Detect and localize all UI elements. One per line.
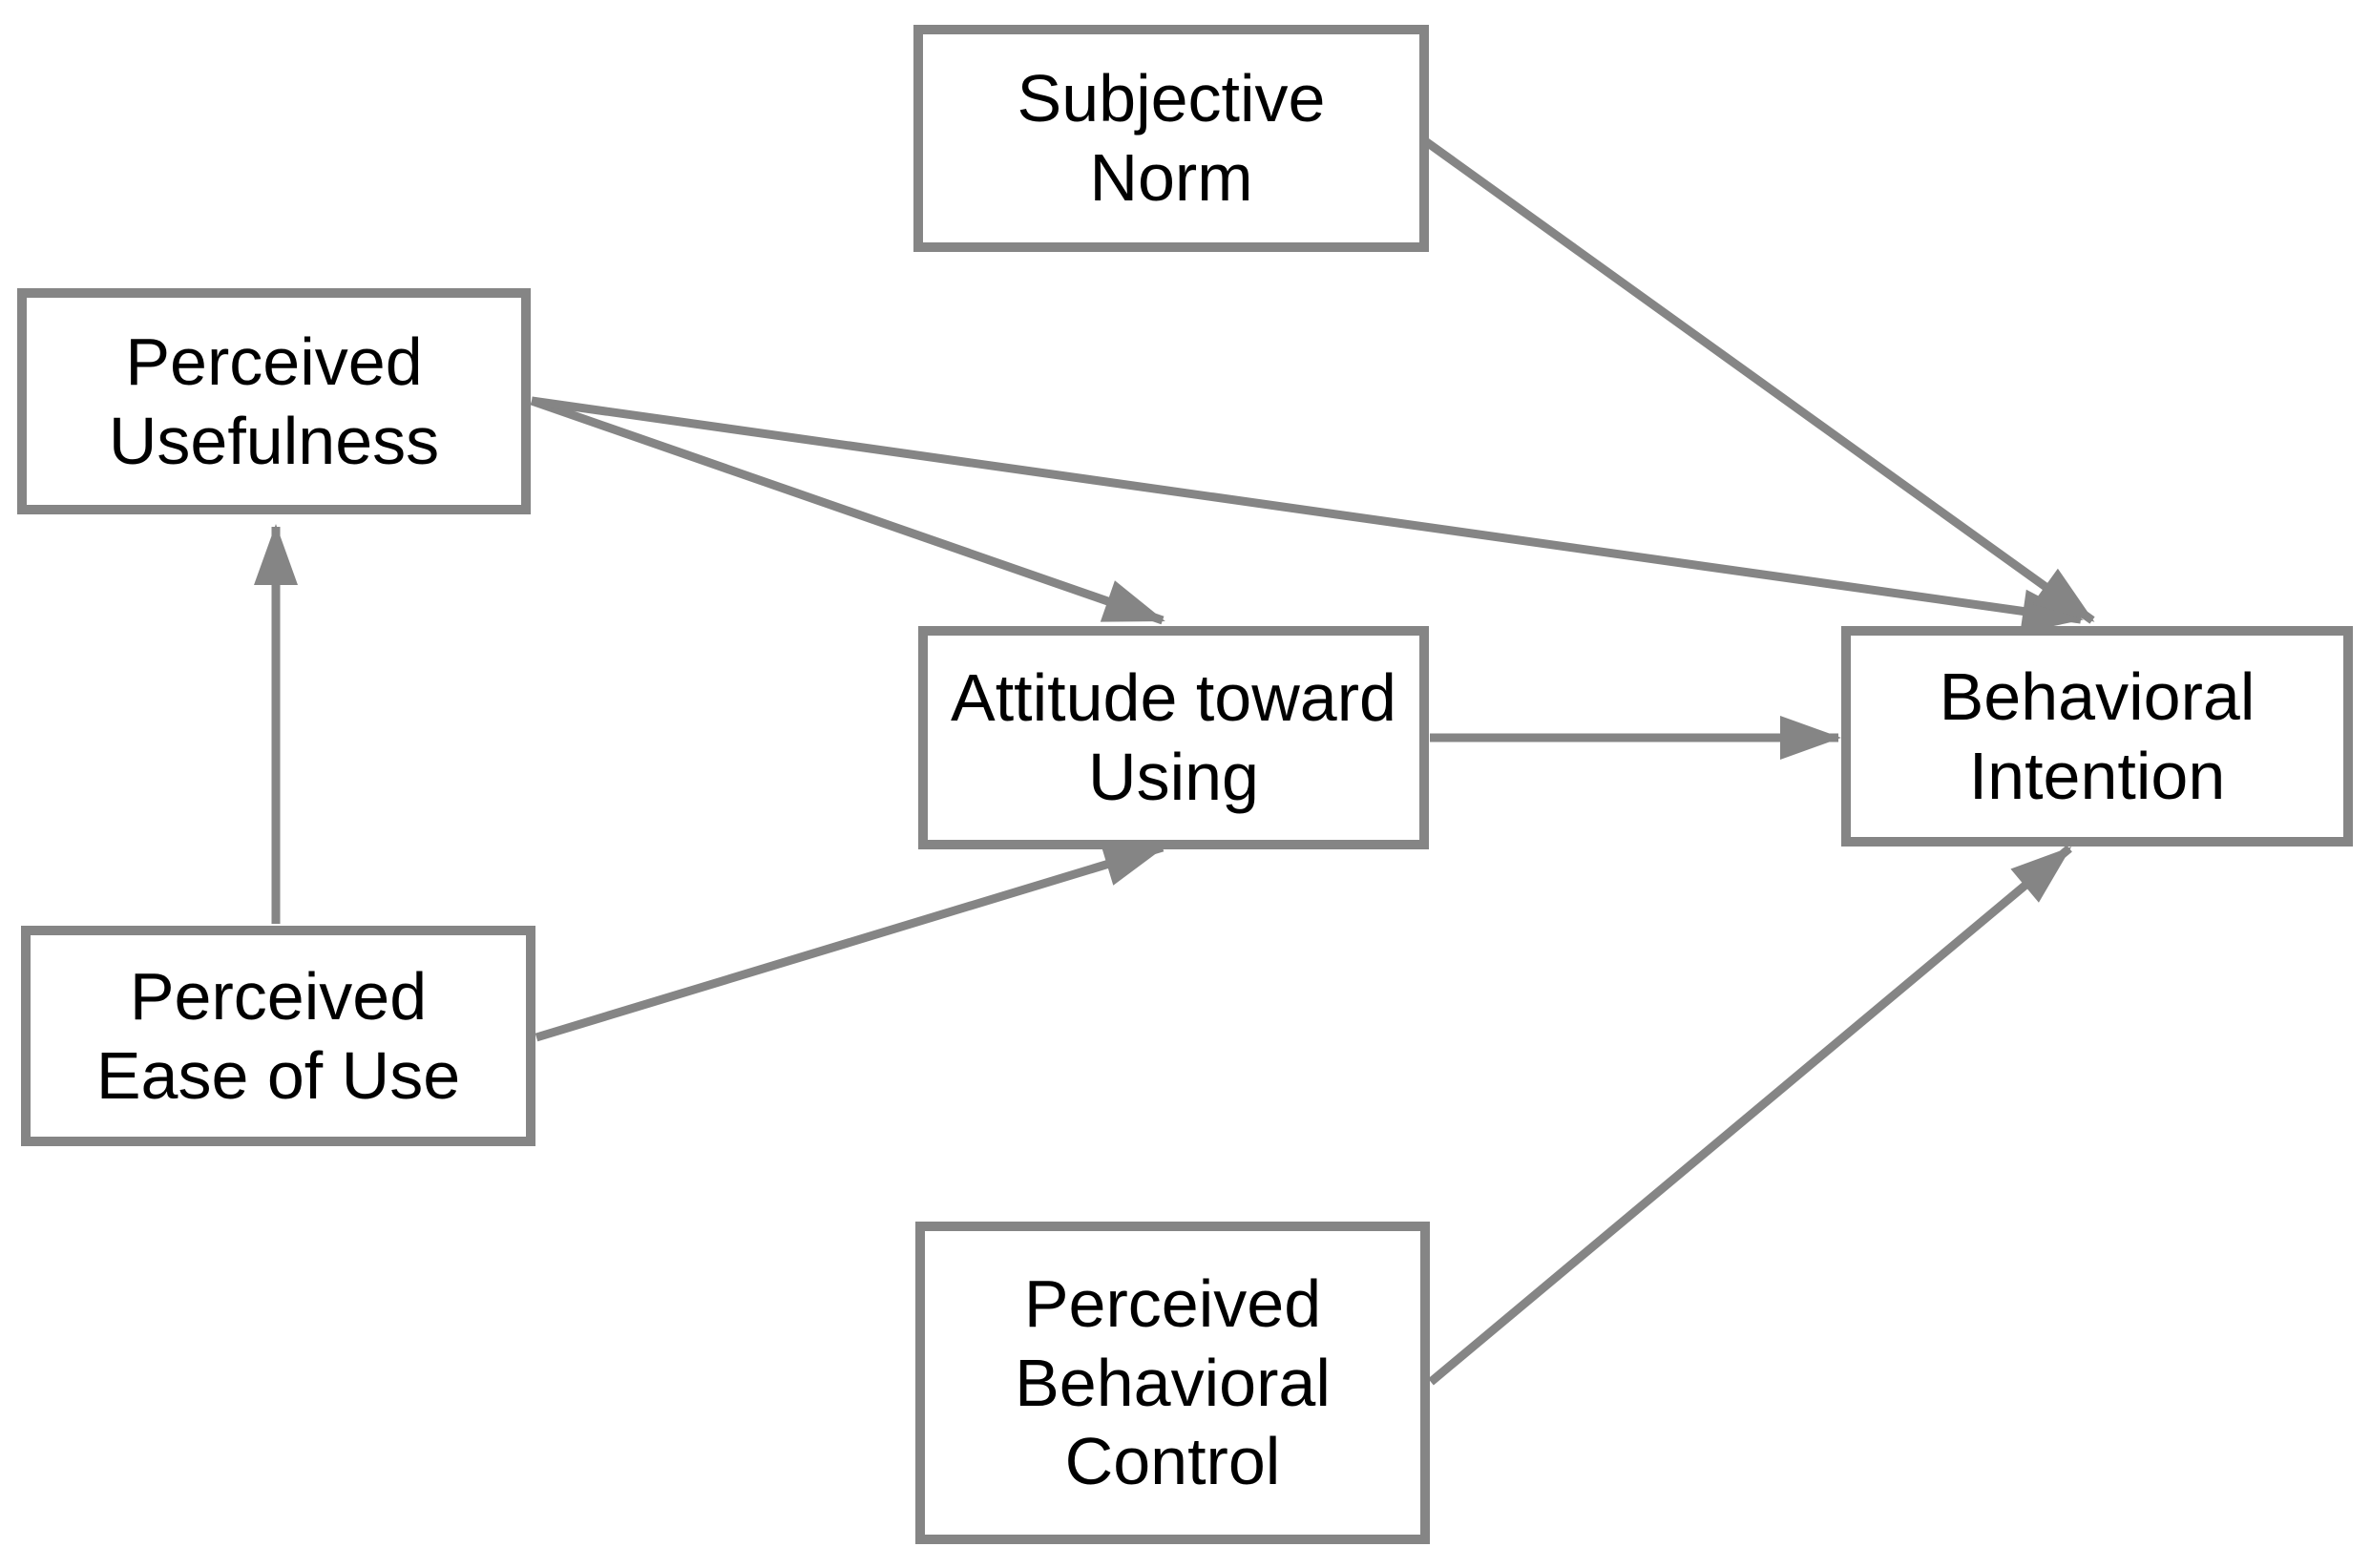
arrow-perceived-usefulness-to-attitude-toward-using [530,396,1165,625]
node-perceived-ease-of-use: Perceived Ease of Use [21,926,535,1146]
arrow-perceived-behavioral-control-to-behavioral-intention [1428,845,2072,1386]
node-behavioral-intention-label: Behavioral Intention [1939,659,2256,813]
node-attitude-toward-using: Attitude toward Using [918,626,1429,849]
node-subjective-norm-label: Subjective Norm [1017,61,1326,215]
node-behavioral-intention: Behavioral Intention [1841,626,2353,847]
node-subjective-norm: Subjective Norm [913,25,1429,252]
node-attitude-toward-using-label: Attitude toward Using [951,660,1396,814]
node-perceived-behavioral-control-label: Perceived Behavioral Control [1015,1266,1331,1499]
node-perceived-usefulness-label: Perceived Usefulness [108,324,440,478]
arrow-perceived-ease-of-use-to-attitude-toward-using [535,843,1165,1042]
arrow-subjective-norm-to-behavioral-intention [1421,136,2095,624]
node-perceived-ease-of-use-label: Perceived Ease of Use [95,958,461,1113]
node-perceived-behavioral-control: Perceived Behavioral Control [915,1222,1430,1544]
arrow-perceived-usefulness-to-behavioral-intention [531,396,2084,634]
node-perceived-usefulness: Perceived Usefulness [17,288,531,514]
